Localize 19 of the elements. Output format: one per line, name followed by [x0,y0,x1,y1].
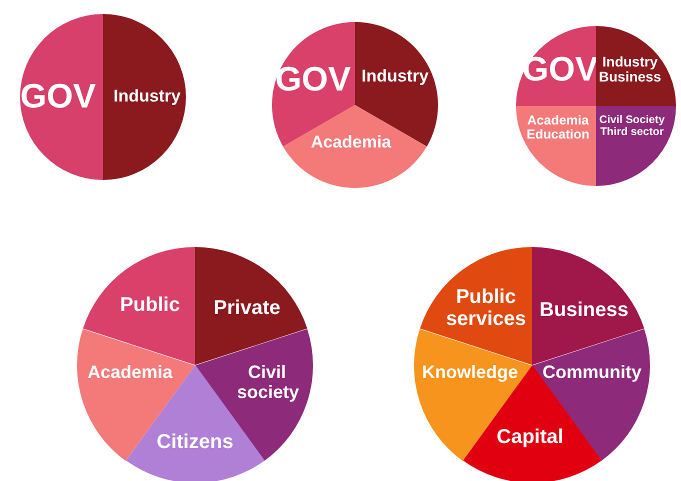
slice-label: Academia [86,363,174,383]
slice-label: Academia Education [526,114,590,142]
slice-label: Business [538,299,630,321]
slice-label: Public [118,294,181,316]
slice-label: Industry Business [598,54,662,86]
slice-label: Knowledge [420,363,519,383]
slice-label: GOV [274,61,352,99]
slice-label: Industry [112,88,182,106]
slice-label: Community [542,363,642,383]
slice-label: GOV [19,78,97,116]
slice-label: Academia [310,134,392,152]
slice-label: Industry [360,68,430,86]
slice-label: Civil society [237,363,297,403]
slice-label: Capital [496,426,564,448]
slice-label: GOV [521,51,599,89]
slice-label: Civil Society Third sector [599,114,665,138]
slice-label: Private [212,297,282,319]
slice-label: Citizens [156,431,234,453]
slice-label: Public services [444,286,528,330]
